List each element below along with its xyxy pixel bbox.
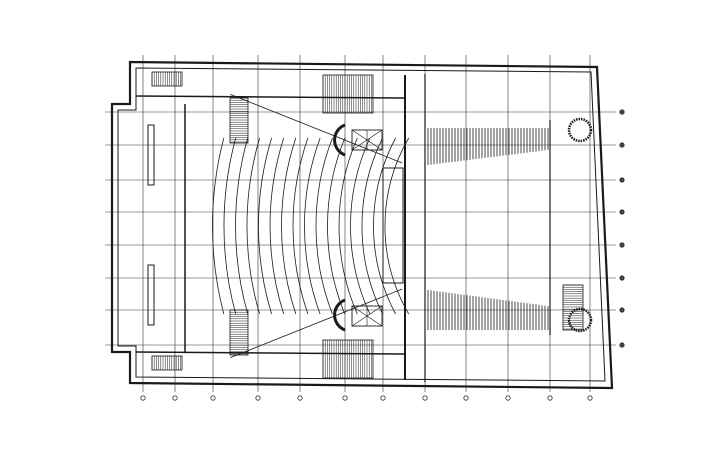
curved-stair (333, 123, 346, 157)
orchestra-pit (382, 167, 404, 284)
seating-row (258, 137, 272, 315)
seating-row (338, 137, 358, 315)
grid-marker (619, 142, 625, 148)
grid-marker (619, 242, 625, 248)
inner-wall (117, 67, 606, 382)
seating-row (212, 137, 225, 315)
seating-row (292, 137, 309, 315)
auditorium-seating (212, 93, 410, 359)
seating-row (223, 137, 237, 315)
elevator-cross (351, 305, 383, 327)
seating-row (350, 137, 371, 315)
grid-marker (619, 275, 625, 281)
grid-marker (619, 307, 625, 313)
seating-row (281, 137, 297, 315)
stairs (151, 71, 593, 379)
seating-row (315, 137, 333, 315)
seating-row (246, 137, 260, 315)
spiral-stair (567, 307, 593, 333)
grid-marker (255, 395, 261, 401)
lobby-counter-left-2 (147, 264, 155, 326)
stair-top-right (322, 74, 374, 114)
grid-marker (505, 395, 511, 401)
grid-marker (210, 395, 216, 401)
elevator-cross (351, 129, 383, 151)
grid-marker (619, 342, 625, 348)
aisle-line (230, 93, 403, 164)
lobby-counter-left (147, 124, 155, 186)
grid-markers (140, 109, 625, 401)
aisle-line (230, 288, 403, 359)
outer-wall (110, 60, 614, 390)
stair-bottom-right (322, 339, 374, 379)
seating-row (327, 137, 346, 315)
seating-row (384, 137, 410, 315)
grid-marker (380, 395, 386, 401)
building-walls (110, 60, 614, 390)
grid-marker (172, 395, 178, 401)
seating-row (235, 137, 249, 315)
grid-marker (140, 395, 146, 401)
grid-marker (587, 395, 593, 401)
grid-marker (463, 395, 469, 401)
seating-row (361, 137, 383, 315)
seating-row (373, 137, 396, 315)
spiral-stair (567, 117, 593, 143)
grid-marker (297, 395, 303, 401)
grid-marker (619, 109, 625, 115)
grid-marker (619, 209, 625, 215)
seating-row (304, 137, 321, 315)
grid-marker (342, 395, 348, 401)
stage-hatching (427, 128, 549, 330)
grid-marker (422, 395, 428, 401)
grid-marker (619, 177, 625, 183)
grid-marker (547, 395, 553, 401)
seating-row (269, 137, 285, 315)
curved-stair (333, 298, 346, 332)
